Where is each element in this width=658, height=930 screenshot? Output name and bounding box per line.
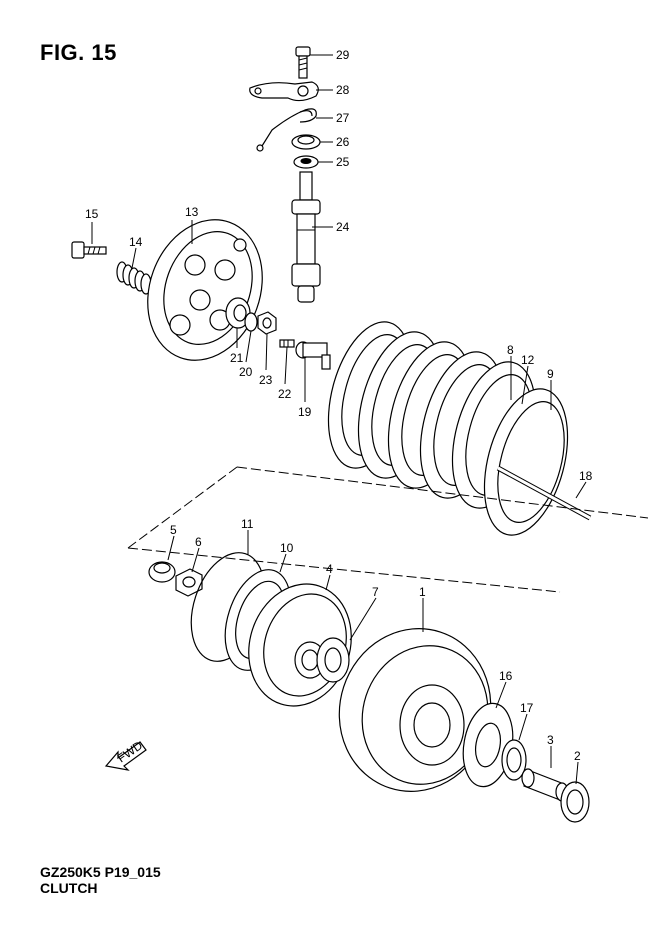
release-camshaft-part (291, 171, 321, 303)
callout-12: 12 (521, 353, 535, 367)
gear-thrust-washer-part (501, 739, 527, 781)
callout-9: 9 (547, 367, 554, 381)
thrust-washer-part (316, 637, 350, 683)
callout-11: 11 (241, 517, 254, 531)
callout-15: 15 (85, 207, 99, 221)
callout-23: 23 (259, 373, 273, 387)
model-code-label: GZ250K5 P19_015 (40, 864, 161, 880)
callout-3: 3 (547, 733, 554, 747)
figure-title: FIG. 15 (40, 40, 117, 65)
bolt-part (295, 46, 311, 79)
callout-21: 21 (230, 351, 244, 365)
callout-6: 6 (195, 535, 202, 549)
callout-5: 5 (170, 523, 177, 537)
push-rod-part (496, 465, 592, 521)
spacer-part (521, 768, 569, 802)
fwd-arrow-icon (104, 741, 147, 771)
bearing-washer-part (244, 312, 258, 332)
callout-10: 10 (280, 541, 294, 555)
clutch-spring-part (116, 261, 152, 295)
end-thrust-washer-part (560, 781, 590, 823)
leader-lines (91, 54, 587, 785)
callout-18: 18 (579, 469, 593, 483)
callout-24: 24 (336, 220, 350, 234)
callout-22: 22 (278, 387, 292, 401)
callout-14: 14 (129, 235, 143, 249)
callout-7: 7 (372, 585, 379, 599)
primary-driven-gear-part (338, 628, 492, 792)
clutch-plate-stack (327, 321, 569, 536)
lock-washer-part (175, 568, 203, 597)
callout-8: 8 (507, 343, 514, 357)
push-piece-part (295, 341, 331, 370)
callout-16: 16 (499, 669, 513, 683)
callout-26: 26 (336, 135, 350, 149)
oil-seal-part (291, 134, 321, 150)
section-name-label: CLUTCH (40, 880, 98, 896)
assembly-boundary-outline (127, 466, 649, 593)
callout-17: 17 (520, 701, 534, 715)
return-spring-part (256, 108, 317, 152)
callout-20: 20 (239, 365, 253, 379)
adjusting-screw-part (279, 339, 295, 348)
callout-13: 13 (185, 205, 199, 219)
callout-25: 25 (336, 155, 350, 169)
hub-nut-part (148, 561, 176, 583)
callout-27: 27 (336, 111, 350, 125)
nut-part (257, 311, 277, 335)
callout-19: 19 (298, 405, 312, 419)
washer-part (293, 155, 319, 169)
callout-2: 2 (574, 749, 581, 763)
callout-1: 1 (419, 585, 426, 599)
callout-4: 4 (326, 562, 333, 576)
callout-28: 28 (336, 83, 350, 97)
release-arm-part (249, 81, 319, 102)
spring-bolt-part (71, 241, 107, 259)
pressure-plate-part (147, 219, 263, 361)
callout-29: 29 (336, 48, 350, 62)
